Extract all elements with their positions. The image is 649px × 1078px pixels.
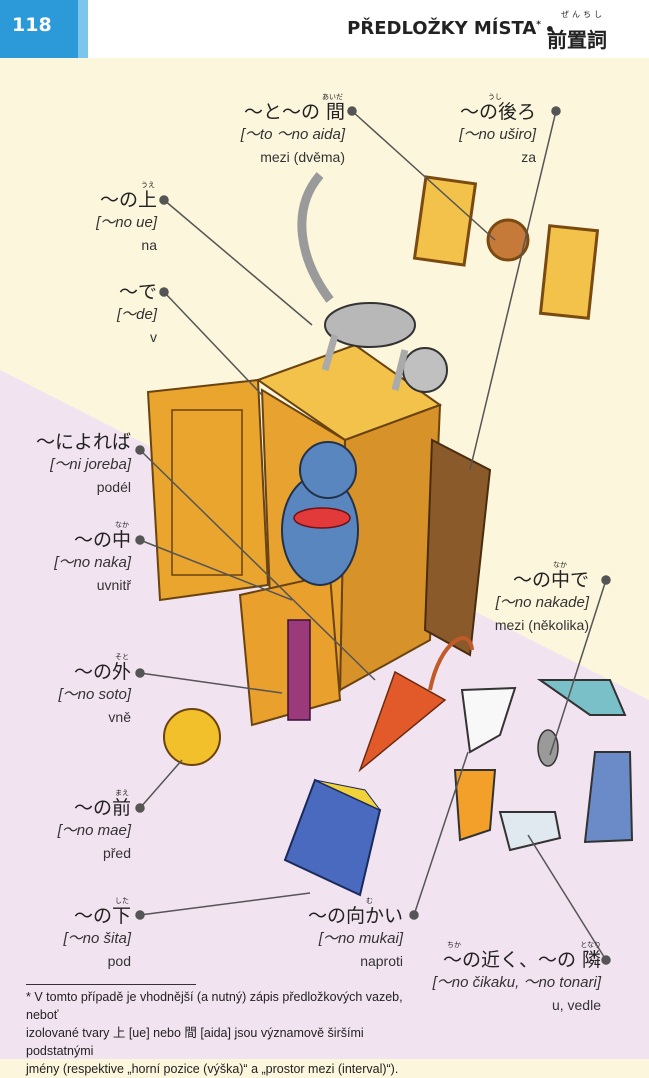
furigana: あいだ bbox=[322, 93, 343, 101]
footnote-line: * V tomto případě je vhodnější (a nutný)… bbox=[26, 990, 403, 1022]
striped-sock bbox=[287, 619, 311, 721]
sock bbox=[498, 811, 562, 852]
japanese-term: ～の中 bbox=[73, 529, 131, 551]
czech-translation: vně bbox=[108, 709, 131, 725]
cat-leg bbox=[391, 349, 409, 391]
entry-mukai: む～の向かい [～no mukai] naproti bbox=[307, 897, 403, 972]
bear-head bbox=[299, 441, 357, 499]
entry-niyoreba: ～によれば [～ni joreba] podél bbox=[36, 430, 131, 498]
entry-ue: うえ～の上 [～no ue] na bbox=[96, 181, 157, 256]
czech-translation: před bbox=[102, 845, 131, 861]
romaji: [～no nakade] bbox=[495, 594, 589, 611]
title-footnote-mark: * bbox=[536, 20, 541, 30]
footnote-line: izolované tvary 上 [ue] nebo 間 [aida] jso… bbox=[26, 1026, 364, 1058]
czech-translation: podél bbox=[96, 479, 131, 495]
picture-frame-girl bbox=[538, 224, 600, 320]
entry-shita: した～の下 [～no šita] pod bbox=[63, 897, 131, 972]
furigana: ちか bbox=[447, 941, 461, 949]
page-title-text: PŘEDLOŽKY MÍSTA bbox=[347, 18, 537, 39]
furigana-tonari: となり bbox=[580, 941, 601, 949]
furigana: した bbox=[115, 897, 129, 905]
cat-leg bbox=[321, 334, 339, 371]
entry-ushiro: うし～の後ろ [～no uširo] za bbox=[459, 93, 536, 168]
japanese-term: ～で bbox=[118, 281, 157, 303]
czech-translation: za bbox=[521, 149, 536, 165]
romaji: [～no čikaku, ～no tonari] bbox=[432, 974, 601, 991]
japanese-term: ～の近く、～の 隣 bbox=[442, 949, 601, 971]
sock bbox=[583, 751, 634, 844]
furigana: なか bbox=[553, 561, 567, 569]
cat-head bbox=[402, 347, 448, 393]
sock bbox=[460, 686, 517, 754]
leader-lines bbox=[135, 106, 611, 965]
romaji: [～no mukai] bbox=[318, 930, 403, 947]
ball bbox=[163, 708, 221, 766]
japanese-term: ～の外 bbox=[73, 661, 131, 683]
furigana: む bbox=[366, 897, 373, 905]
romaji: [～no mae] bbox=[57, 822, 131, 839]
cat-tail bbox=[297, 172, 334, 303]
furigana: なか bbox=[115, 521, 129, 529]
entry-aida: あいだ～と～の 間 [～to ～no aida] mezi (dvěma) bbox=[240, 93, 345, 168]
czech-translation: mezi (několika) bbox=[494, 617, 589, 633]
page-title: PŘEDLOŽKY MÍSTA* bbox=[347, 18, 541, 39]
romaji: [～de] bbox=[116, 306, 157, 323]
page-number: 118 bbox=[12, 14, 52, 36]
title-furigana: ぜんちし bbox=[561, 10, 605, 19]
japanese-term: ～と～の 間 bbox=[243, 101, 345, 123]
czech-translation: pod bbox=[107, 953, 131, 969]
romaji: [～no šita] bbox=[63, 930, 131, 947]
japanese-term: ～の向かい bbox=[307, 905, 403, 927]
czech-translation: naproti bbox=[360, 953, 403, 969]
footnote-rule bbox=[26, 984, 196, 985]
cat-body bbox=[324, 302, 416, 348]
japanese-term: ～の中で bbox=[512, 569, 589, 591]
czech-translation: na bbox=[141, 237, 157, 253]
page-header bbox=[0, 0, 649, 58]
entry-soto: そと～の外 [～no soto] vně bbox=[58, 653, 131, 728]
footnote-line: jmény (respektive „horní pozice (výška)“… bbox=[26, 1062, 399, 1076]
romaji: [～ni joreba] bbox=[50, 456, 131, 473]
japanese-term: ～の下 bbox=[73, 905, 131, 927]
door-panel bbox=[171, 409, 243, 576]
entry-chikaku: ちかとなり～の近く、～の 隣 [～no čikaku, ～no tonari] … bbox=[432, 941, 601, 1016]
japanese-term: ～の上 bbox=[99, 189, 157, 211]
entry-mae: まえ～の前 [～no mae] před bbox=[57, 789, 131, 864]
entry-de: ～で [～de] v bbox=[117, 280, 157, 348]
japanese-term: ～の後ろ bbox=[459, 101, 536, 123]
picture-frame-round bbox=[486, 218, 530, 262]
romaji: [～no ue] bbox=[96, 214, 157, 231]
czech-translation: u, vedle bbox=[551, 997, 601, 1013]
furigana: まえ bbox=[115, 789, 129, 797]
furigana: うえ bbox=[141, 181, 155, 189]
page-number-tab bbox=[0, 0, 78, 58]
title-separator: • bbox=[544, 20, 555, 39]
entry-nakade: なか～の中で [～no nakade] mezi (několika) bbox=[494, 561, 589, 636]
furigana: そと bbox=[115, 653, 129, 661]
romaji: [～to ～no aida] bbox=[240, 126, 345, 143]
page-tab-edge bbox=[78, 0, 88, 58]
footnote: * V tomto případě je vhodnější (a nutný)… bbox=[26, 988, 426, 1078]
czech-translation: uvnitř bbox=[96, 577, 131, 593]
umbrella-handle bbox=[428, 636, 474, 691]
bear-bowtie bbox=[293, 507, 351, 529]
japanese-term: ～によれば bbox=[35, 431, 131, 453]
romaji: [～no naka] bbox=[54, 554, 131, 571]
sock bbox=[536, 679, 627, 716]
czech-translation: mezi (dvěma) bbox=[260, 149, 345, 165]
czech-translation: v bbox=[150, 329, 157, 345]
umbrella bbox=[358, 670, 447, 773]
sock bbox=[453, 769, 497, 842]
book-page bbox=[314, 779, 381, 811]
entry-naka: なか～の中 [～no naka] uvnitř bbox=[54, 521, 131, 596]
wardrobe-right-door bbox=[423, 438, 492, 657]
picture-frame-boy bbox=[412, 175, 478, 267]
mouse bbox=[537, 729, 559, 767]
romaji: [～no soto] bbox=[58, 686, 131, 703]
japanese-term: ～の前 bbox=[73, 797, 131, 819]
title-japanese: 前置詞 bbox=[547, 28, 607, 52]
furigana: うし bbox=[488, 93, 502, 101]
romaji: [～no uširo] bbox=[459, 126, 536, 143]
